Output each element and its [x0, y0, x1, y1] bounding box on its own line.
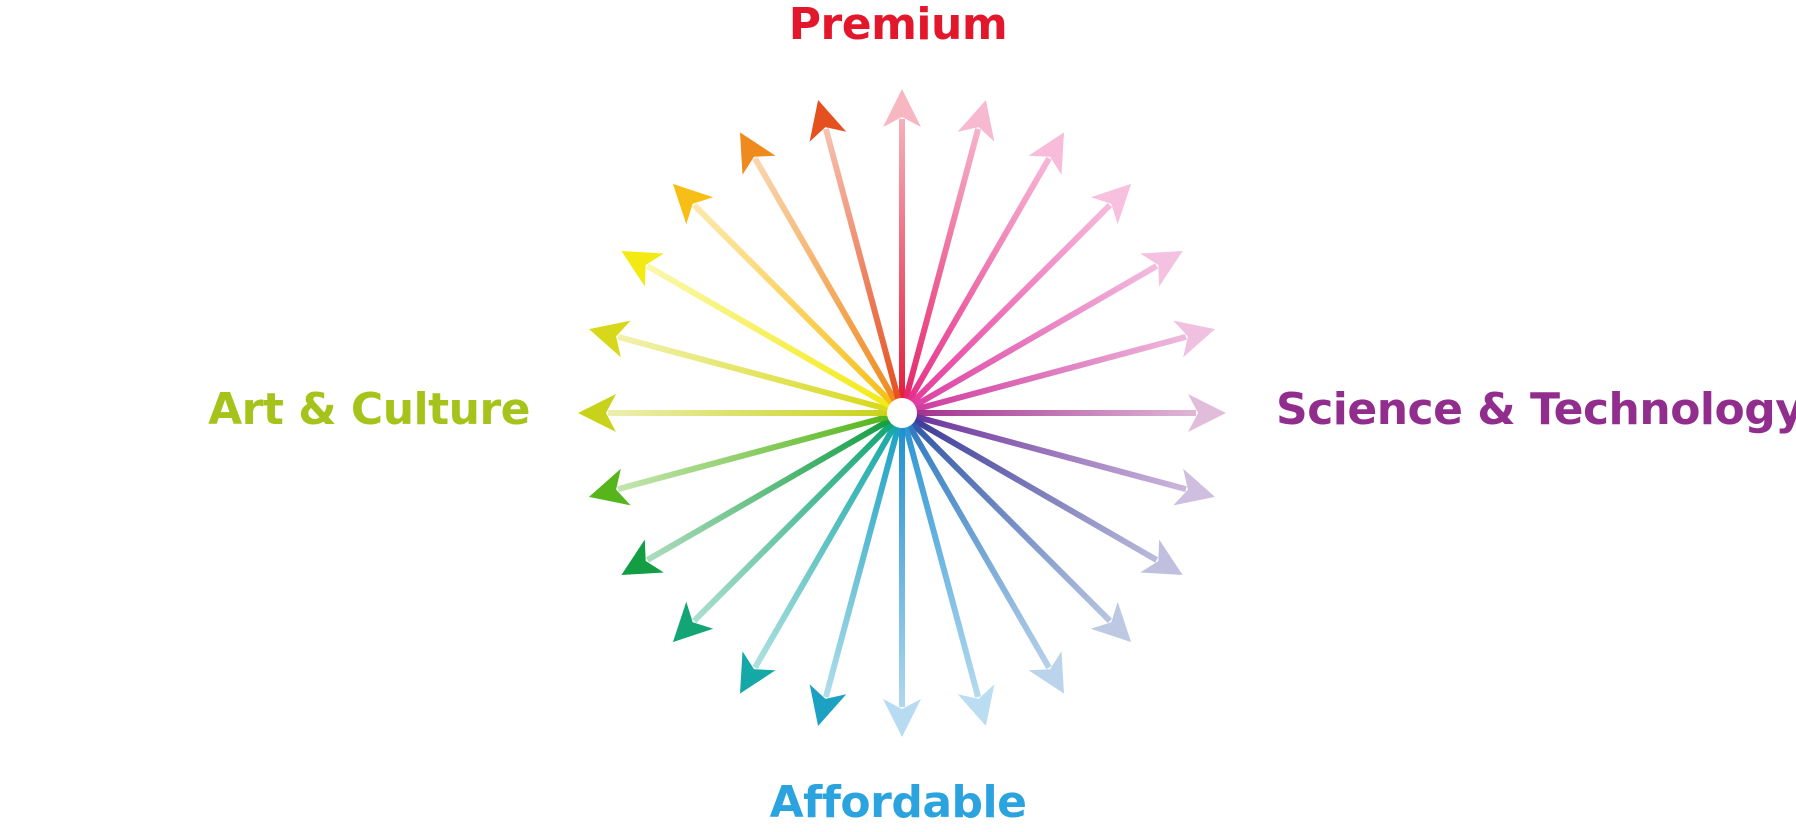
arrow-ray-head	[957, 684, 995, 726]
arrow-ray-shaft	[752, 156, 898, 403]
arrow-ray-head	[883, 699, 921, 737]
axis-label-premium: Premium	[788, 0, 1008, 50]
arrow-ray-head	[957, 100, 995, 142]
arrow-ray-shaft	[914, 413, 1187, 492]
arrow-ray-head	[1028, 651, 1064, 694]
center-hub	[887, 398, 917, 428]
arrow-ray-head	[740, 132, 776, 175]
arrow-ray-head	[672, 601, 714, 643]
arrow-ray-shaft	[823, 425, 902, 698]
arrow-ray-head	[883, 89, 921, 127]
arrow-ray-shaft	[617, 334, 890, 413]
arrow-ray-head	[589, 468, 631, 506]
arrow-ray-head	[1090, 601, 1132, 643]
axis-label-art-culture: Art & Culture	[208, 384, 530, 435]
arrow-ray-head	[672, 183, 714, 225]
arrow-ray-shaft	[906, 156, 1052, 403]
arrow-ray-head	[740, 651, 776, 694]
arrow-ray-shaft	[645, 263, 892, 409]
arrow-ray-head	[1090, 183, 1132, 225]
arrow-ray-shaft	[914, 334, 1187, 413]
arrow-ray-shaft	[617, 413, 890, 492]
arrow-ray-shaft	[645, 417, 892, 563]
arrow-ray-shaft	[691, 202, 895, 406]
arrow-ray-shaft	[691, 420, 895, 624]
arrow-ray-shaft	[912, 417, 1159, 563]
arrow-ray-shaft	[823, 128, 902, 401]
arrow-rays	[578, 89, 1226, 737]
arrow-ray-shaft	[912, 263, 1159, 409]
arrow-ray-head	[1188, 394, 1226, 432]
arrow-ray-shaft	[909, 420, 1113, 624]
arrow-ray-head	[578, 394, 616, 432]
axis-label-science-technology: Science & Technology	[1276, 384, 1796, 435]
arrow-ray-head	[621, 539, 664, 575]
arrow-ray-head	[1140, 539, 1183, 575]
arrow-ray-head	[1173, 468, 1215, 506]
arrow-ray-shaft	[909, 202, 1113, 406]
arrow-ray-head	[1028, 132, 1064, 175]
axis-label-affordable: Affordable	[769, 777, 1027, 828]
arrow-ray-shaft	[902, 128, 981, 401]
arrow-ray-shaft	[752, 423, 898, 670]
arrow-ray-shaft	[906, 423, 1052, 670]
arrow-ray-head	[809, 100, 847, 142]
arrow-ray-head	[809, 684, 847, 726]
arrow-ray-head	[1140, 251, 1183, 287]
arrow-ray-head	[621, 251, 664, 287]
arrow-ray-head	[1173, 320, 1215, 358]
arrow-ray-shaft	[902, 425, 981, 698]
arrow-ray-head	[589, 320, 631, 358]
